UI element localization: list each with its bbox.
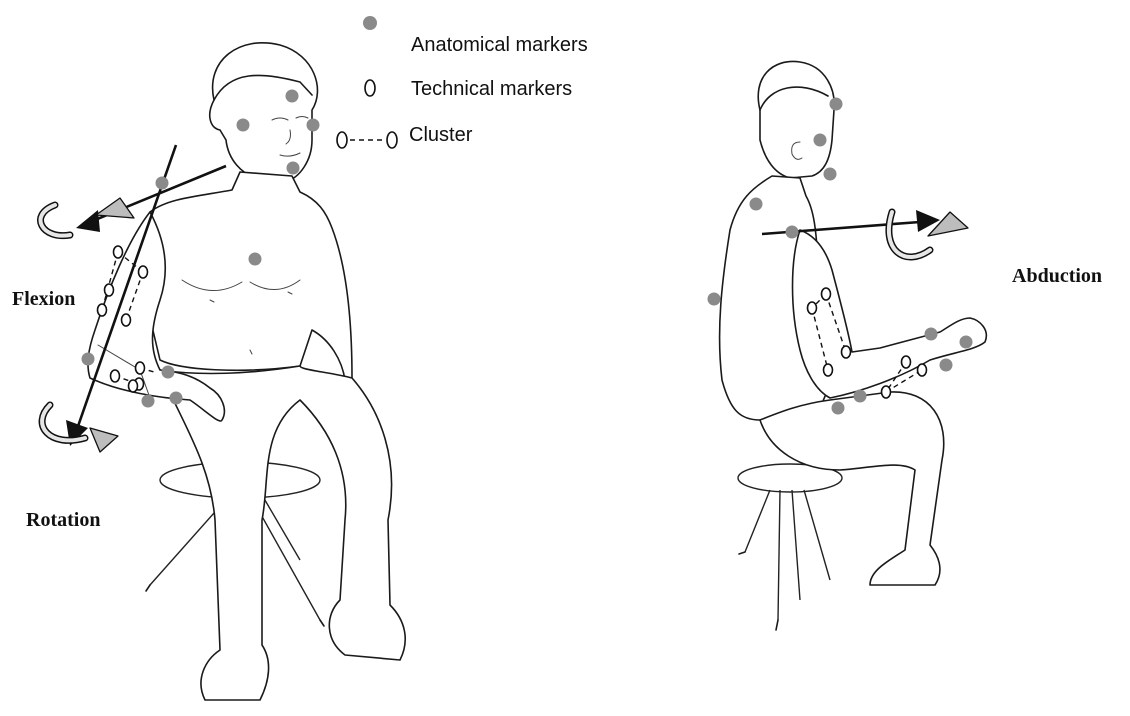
right-stool <box>738 464 842 630</box>
anatomical-marker <box>237 119 250 132</box>
technical-marker <box>808 302 817 314</box>
technical-marker <box>111 370 120 382</box>
technical-marker <box>824 364 833 376</box>
legend-cluster-icon <box>337 132 397 148</box>
right-seated-subject <box>720 61 987 630</box>
abduction-label: Abduction <box>1012 265 1102 287</box>
anatomical-marker <box>786 226 799 239</box>
technical-marker <box>139 266 148 278</box>
anatomical-marker <box>170 392 183 405</box>
legend-technical-label: Technical markers <box>411 78 572 100</box>
anatomical-marker <box>925 328 938 341</box>
legend-anatomical-label: Anatomical markers <box>411 34 588 56</box>
anatomical-marker <box>307 119 320 132</box>
legend-cluster-label: Cluster <box>409 124 473 146</box>
anatomical-marker <box>708 293 721 306</box>
anatomical-marker <box>832 402 845 415</box>
technical-marker <box>129 380 138 392</box>
anatomical-marker <box>814 134 827 147</box>
anatomical-marker <box>156 177 169 190</box>
technical-marker <box>98 304 107 316</box>
anatomical-marker <box>82 353 95 366</box>
rotation-label: Rotation <box>26 509 100 531</box>
anatomical-marker <box>824 168 837 181</box>
technical-marker <box>114 246 123 258</box>
anatomical-marker <box>142 395 155 408</box>
technical-marker <box>105 284 114 296</box>
legend-anatomical-marker-icon <box>363 16 377 30</box>
right-head <box>758 61 834 178</box>
anatomical-marker <box>286 90 299 103</box>
anatomical-marker <box>830 98 843 111</box>
anatomical-marker <box>287 162 300 175</box>
legend: Anatomical markers Technical markers Clu… <box>337 16 588 148</box>
anatomical-marker <box>940 359 953 372</box>
technical-marker <box>842 346 851 358</box>
technical-marker <box>882 386 891 398</box>
technical-marker <box>122 314 131 326</box>
legend-technical-marker-icon <box>365 80 375 96</box>
technical-marker <box>822 288 831 300</box>
anatomical-marker <box>249 253 262 266</box>
anatomical-marker <box>960 336 973 349</box>
left-head <box>210 43 318 182</box>
technical-marker <box>918 364 927 376</box>
anatomical-marker <box>750 198 763 211</box>
right-legs <box>760 392 944 585</box>
anatomical-marker <box>162 366 175 379</box>
technical-marker <box>136 362 145 374</box>
anatomical-marker <box>854 390 867 403</box>
technical-marker <box>902 356 911 368</box>
right-arm <box>793 230 987 398</box>
flexion-label: Flexion <box>12 288 75 310</box>
